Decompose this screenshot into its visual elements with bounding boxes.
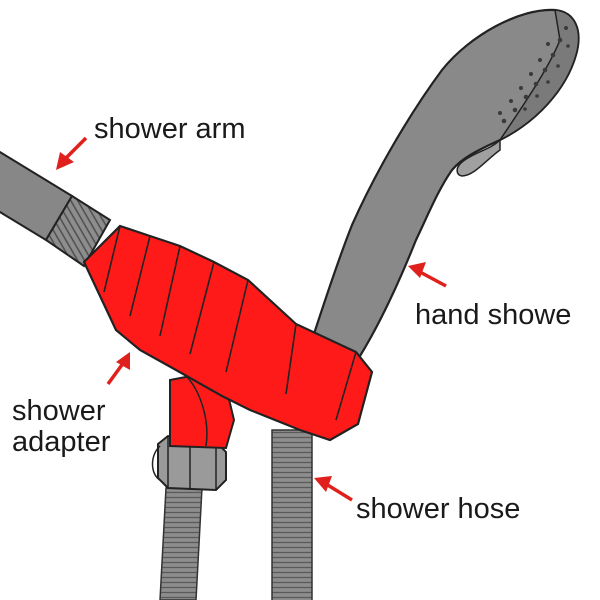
shower-hose [271, 429, 313, 600]
shower-adapter [82, 224, 374, 450]
arrow-hand-shower [408, 262, 447, 288]
left-hose [159, 487, 203, 600]
hand-shower [310, 8, 580, 358]
label-shower-hose: shower hose [356, 493, 521, 525]
label-adapter-line2: adapter [12, 426, 111, 458]
arrow-shower-arm [56, 136, 88, 170]
arrow-shower-hose [314, 476, 353, 502]
label-shower-adapter: shower adapter [12, 396, 110, 458]
shower-arm-pipe [0, 150, 112, 268]
arrow-shower-adapter [106, 352, 130, 386]
label-hand-shower: hand showe [415, 299, 572, 331]
label-adapter-line1: shower [12, 395, 106, 427]
label-shower-arm: shower arm [94, 113, 246, 145]
